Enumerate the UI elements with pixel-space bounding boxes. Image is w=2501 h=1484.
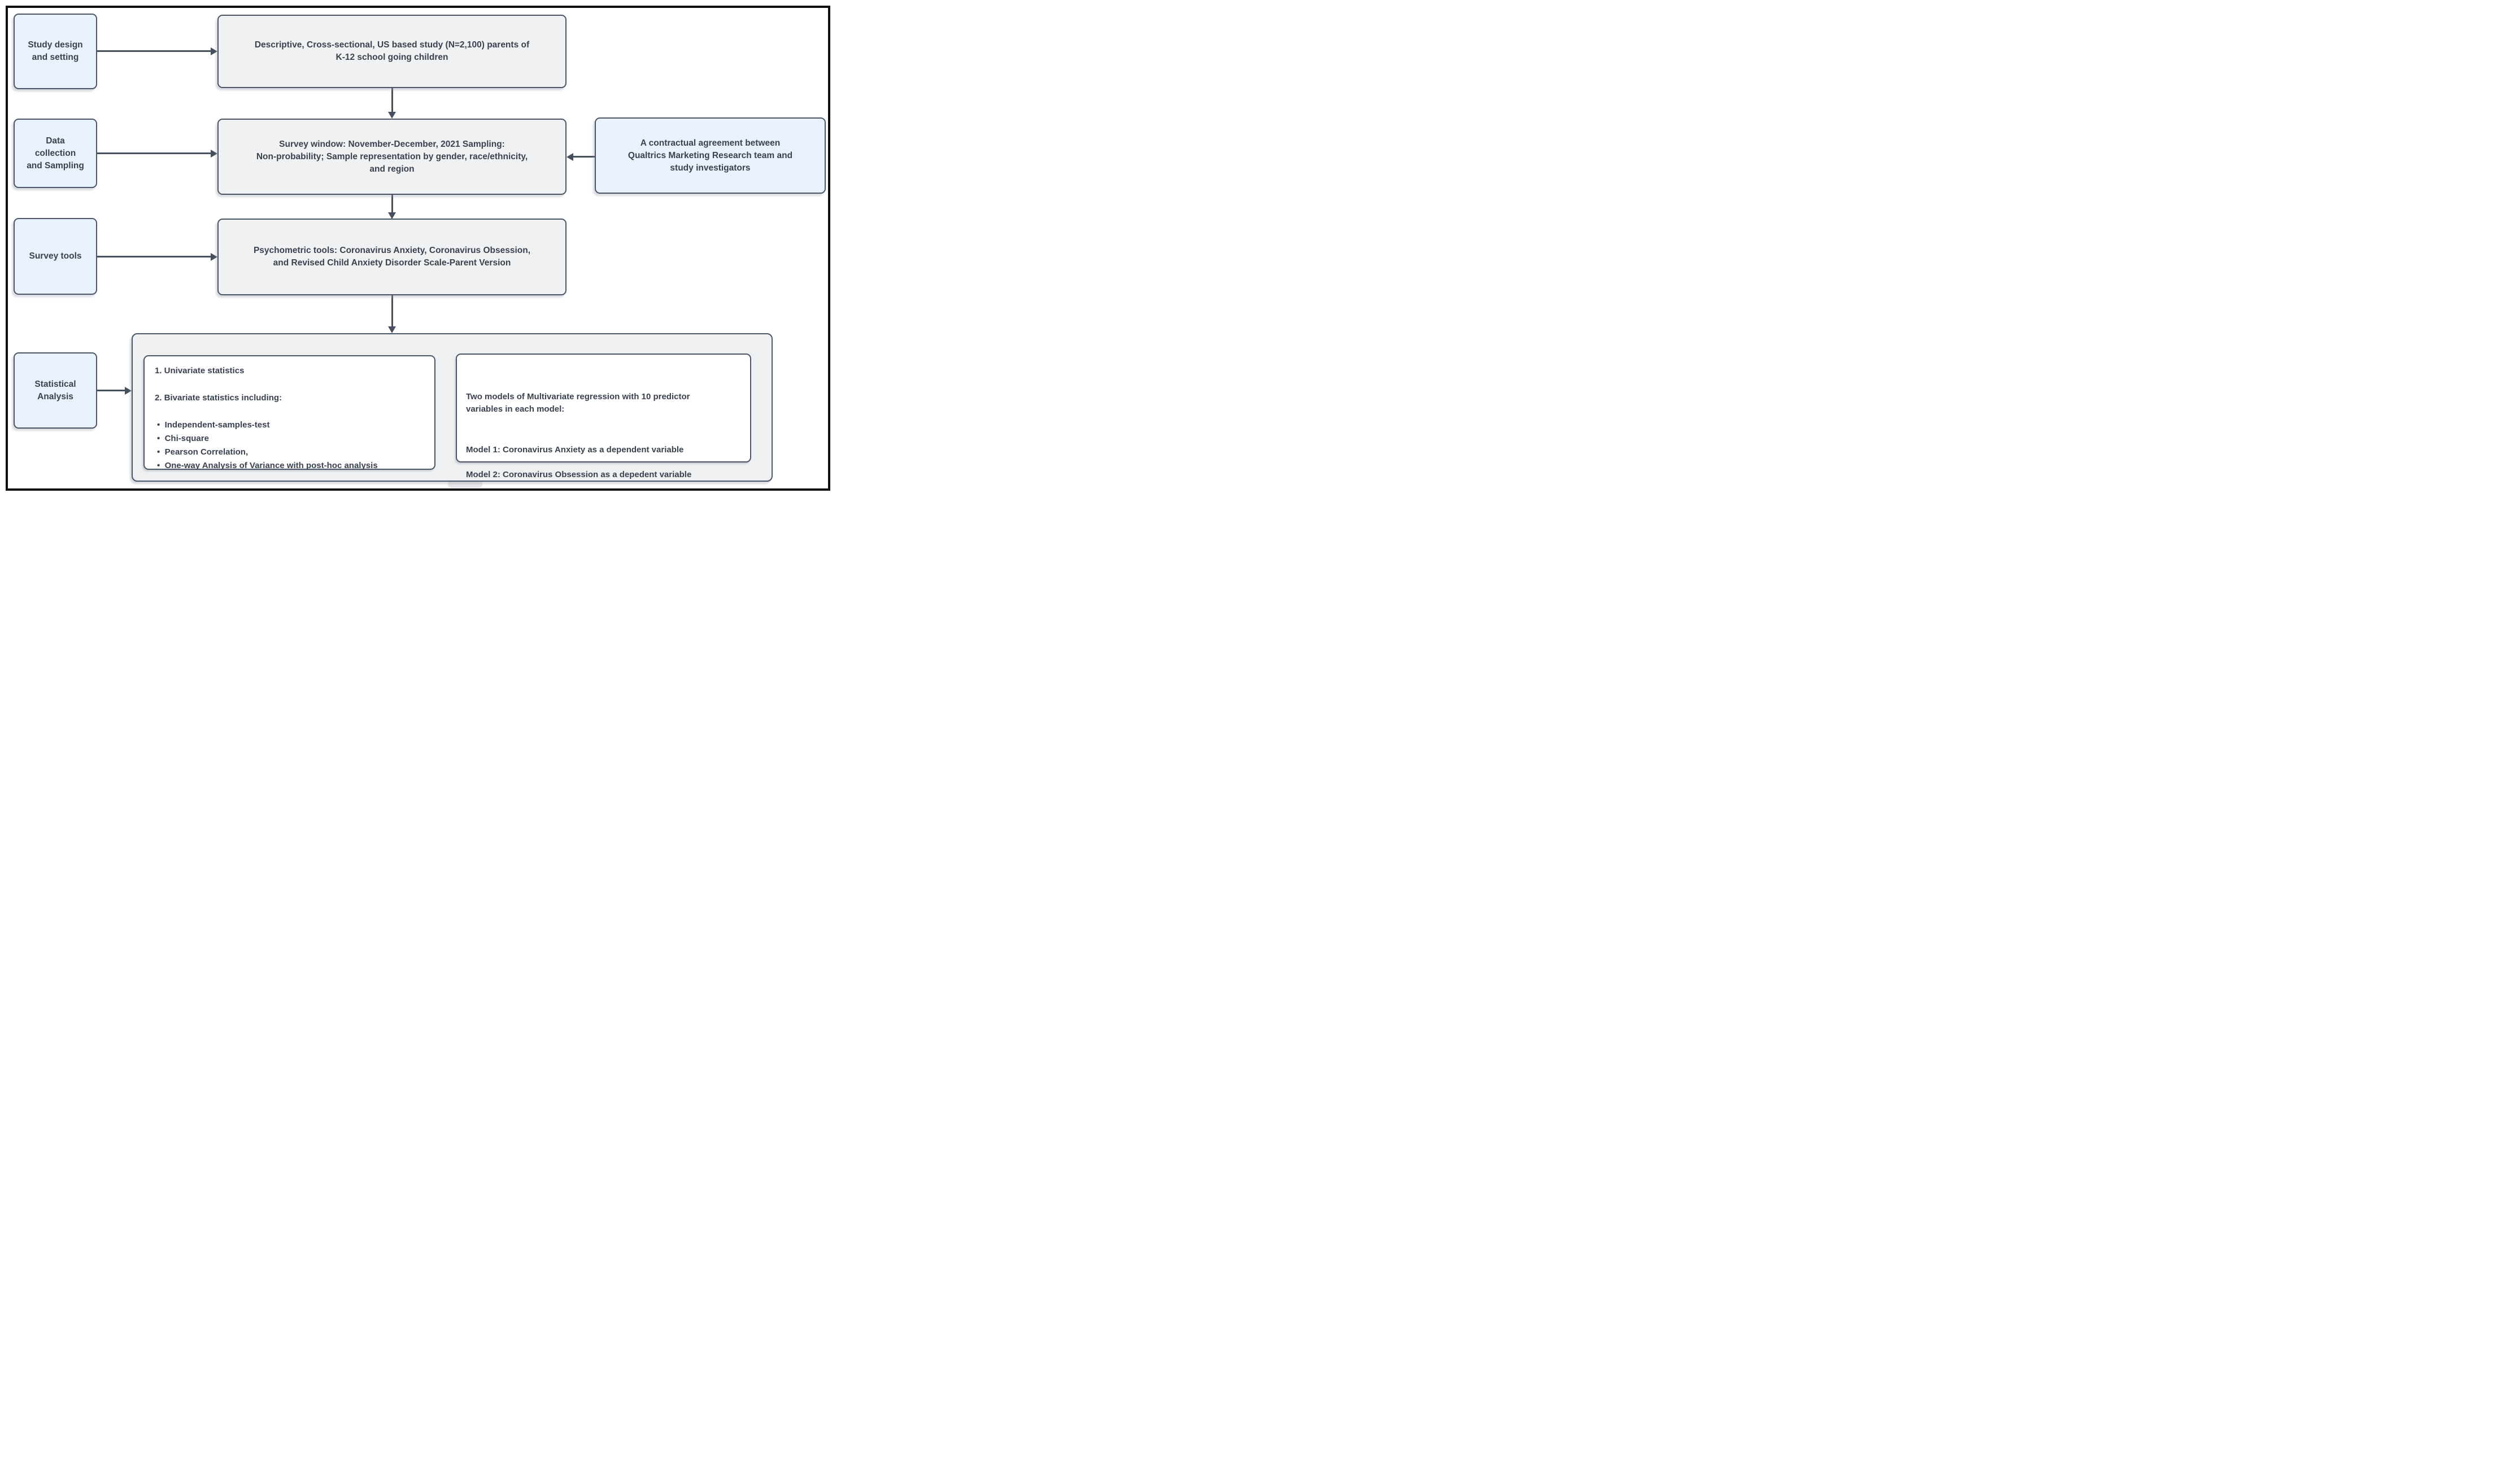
arrow-down-icon [388, 112, 396, 119]
psychometric-tools-box: Psychometric tools: Coronavirus Anxiety,… [217, 219, 567, 295]
page: Study design and setting Descriptive, Cr… [0, 0, 2501, 495]
model-1-line: Model 1: Coronavirus Anxiety as a depend… [466, 445, 684, 455]
arrow-right-icon [211, 47, 217, 55]
list-item: Independent-samples-test [157, 418, 424, 432]
arrow-right-icon [125, 387, 132, 395]
arrow-right-icon [211, 253, 217, 261]
list-item: Pearson Correlation, [157, 446, 424, 459]
survey-tools-box: Survey tools [14, 218, 97, 295]
arrow-survey-tools-line [97, 256, 211, 257]
univariate-item: 1. Univariate statistics [155, 366, 245, 376]
statistics-list-box: 1. Univariate statistics 2. Bivariate st… [143, 355, 435, 470]
data-collection-box: Data collection and Sampling [14, 119, 97, 188]
study-design-box: Study design and setting [14, 14, 97, 89]
bivariate-item: 2. Bivariate statistics including: [155, 393, 282, 403]
arrow-study-design-line [97, 50, 211, 52]
study-description-box: Descriptive, Cross-sectional, US based s… [217, 15, 567, 88]
arrow-down-icon [388, 326, 396, 333]
connector-row2-row3-line [391, 195, 393, 214]
arrow-right-icon [211, 150, 217, 158]
regression-models-box: Two models of Multivariate regression wi… [456, 353, 751, 479]
arrow-qualtrics-line [573, 156, 595, 158]
list-item: One-way Analysis of Variance with post-h… [157, 459, 424, 473]
connector-row3-panel-line [391, 295, 393, 327]
survey-window-box: Survey window: November-December, 2021 S… [217, 119, 567, 195]
arrow-statistical-line [97, 390, 126, 391]
arrow-down-icon [388, 212, 396, 219]
arrow-data-collection-line [97, 152, 211, 154]
qualtrics-agreement-box: A contractual agreement between Qualtric… [595, 117, 826, 194]
flowchart-stage: Study design and setting Descriptive, Cr… [0, 0, 834, 495]
models-intro: Two models of Multivariate regression wi… [466, 392, 690, 414]
list-item: Chi-square [157, 432, 424, 446]
bivariate-bullet-list: Independent-samples-test Chi-square Pear… [155, 418, 424, 473]
statistical-analysis-box: Statistical Analysis [14, 352, 97, 429]
model-2-line: Model 2: Coronavirus Obsession as a depe… [466, 470, 692, 479]
arrow-left-icon [567, 153, 573, 161]
connector-row1-row2-line [391, 88, 393, 112]
